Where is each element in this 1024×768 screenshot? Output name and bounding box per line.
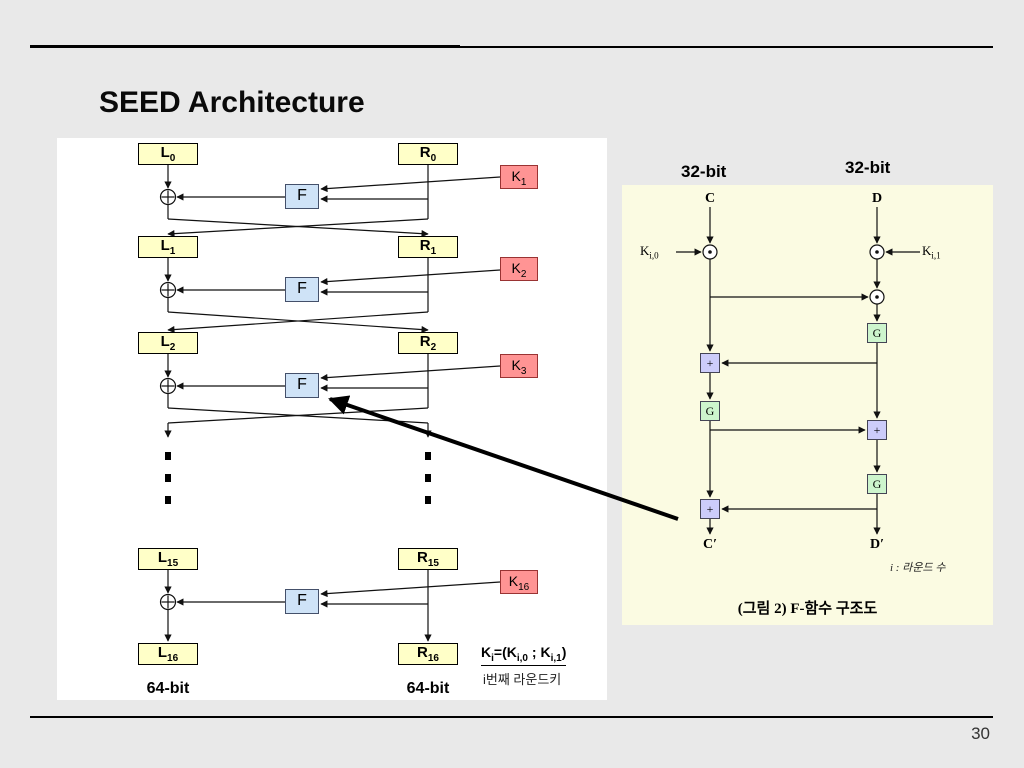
key-box-16-sub: 16 <box>518 581 530 593</box>
box-r1-letter: R <box>419 237 431 254</box>
key-i0-base: K <box>640 243 650 258</box>
g-box-1: G <box>867 323 887 343</box>
key-box-1-letter: K <box>511 168 521 184</box>
dot <box>425 452 431 460</box>
plus-box-3: + <box>700 499 720 519</box>
box-l0: L0 <box>138 143 198 165</box>
key-box-16: K16 <box>500 570 538 594</box>
round-key-formula: Ki=(Ki,0 ; Ki,1) <box>481 644 567 666</box>
output-d-label: D′ <box>869 537 885 552</box>
formula-sub-i0: i,0 <box>516 652 528 664</box>
dot <box>165 452 171 460</box>
formula-sub-i1: i,1 <box>550 652 562 664</box>
input-c-label: C <box>704 191 716 206</box>
plus-box-2: + <box>867 420 887 440</box>
key-box-2-sub: 2 <box>520 268 527 280</box>
f-box-round1: F <box>285 184 319 209</box>
box-l15: L15 <box>138 548 198 570</box>
box-l1-letter: L <box>160 237 170 254</box>
rounds-note: i : 라운드 수 <box>890 562 946 574</box>
formula-eq: =( <box>493 644 507 660</box>
formula-k1: K <box>481 644 492 660</box>
box-r1-sub: 1 <box>430 246 437 257</box>
box-l0-letter: L <box>160 144 170 161</box>
label-64bit-left: 64-bit <box>146 680 190 697</box>
feistel-diagram-panel: L0 R0 K1 F L1 R1 K2 F L2 R2 K3 F L15 R15… <box>57 138 607 700</box>
key-box-2: K2 <box>500 257 538 281</box>
f-box-round2: F <box>285 277 319 302</box>
f-box-round16: F <box>285 589 319 614</box>
formula-close: ) <box>561 644 567 660</box>
key-box-3-letter: K <box>511 357 521 373</box>
bottom-rule <box>30 716 993 718</box>
key-i1-base: K <box>922 243 932 258</box>
box-l16-sub: 16 <box>167 653 179 664</box>
f-box-round3: F <box>285 373 319 398</box>
formula-sub-i: i <box>491 652 494 664</box>
box-r15-sub: 15 <box>427 558 439 569</box>
round-key-caption: i번째 라운드키 <box>483 672 562 687</box>
key-box-3-sub: 3 <box>520 365 527 377</box>
box-r0-sub: 0 <box>430 153 437 164</box>
box-r0: R0 <box>398 143 458 165</box>
key-box-3: K3 <box>500 354 538 378</box>
box-r0-letter: R <box>419 144 431 161</box>
page-title: SEED Architecture <box>99 86 365 119</box>
f-function-panel: C D Ki,0 Ki,1 G + G + G + C′ D′ i : 라운드 … <box>622 185 993 625</box>
formula-sep: ; <box>528 644 541 660</box>
key-i0-sub: i,0 <box>649 250 659 261</box>
label-32bit-right: 32-bit <box>845 158 891 177</box>
input-d-label: D <box>871 191 883 206</box>
key-i1-sub: i,1 <box>931 250 941 261</box>
key-box-1-sub: 1 <box>520 176 527 188</box>
box-r2: R2 <box>398 332 458 354</box>
formula-k2: K <box>506 644 517 660</box>
box-r2-sub: 2 <box>430 342 437 353</box>
box-l2-sub: 2 <box>169 342 176 353</box>
label-32bit-left: 32-bit <box>681 162 727 181</box>
dot <box>165 496 171 504</box>
output-c-label: C′ <box>702 537 718 552</box>
box-l0-sub: 0 <box>169 153 176 164</box>
box-l1-sub: 1 <box>169 246 176 257</box>
box-r15-letter: R <box>417 549 428 566</box>
page-number: 30 <box>971 724 990 743</box>
box-r16: R16 <box>398 643 458 665</box>
box-l15-letter: L <box>157 549 168 566</box>
f-function-wires-graphic <box>676 207 920 535</box>
label-64bit-right: 64-bit <box>406 680 450 697</box>
box-r1: R1 <box>398 236 458 258</box>
box-r16-letter: R <box>417 644 428 661</box>
dot <box>425 474 431 482</box>
box-r15: R15 <box>398 548 458 570</box>
box-r16-sub: 16 <box>427 653 439 664</box>
key-box-1: K1 <box>500 165 538 189</box>
box-l15-sub: 15 <box>167 558 179 569</box>
key-i0-label: Ki,0 <box>640 243 659 261</box>
box-l2: L2 <box>138 332 198 354</box>
box-r2-letter: R <box>419 333 431 350</box>
box-l2-letter: L <box>160 333 170 350</box>
key-box-16-letter: K <box>508 573 519 589</box>
top-rule <box>30 46 993 48</box>
box-l1: L1 <box>138 236 198 258</box>
dot <box>165 474 171 482</box>
g-box-2: G <box>700 401 720 421</box>
figure-caption: (그림 2) F-함수 구조도 <box>737 601 878 617</box>
g-box-3: G <box>867 474 887 494</box>
ellipsis-left <box>165 452 171 504</box>
formula-k3: K <box>540 644 551 660</box>
key-i1-label: Ki,1 <box>922 243 941 261</box>
top-rule-thick-segment <box>30 45 460 48</box>
key-box-2-letter: K <box>511 260 521 276</box>
box-l16-letter: L <box>157 644 168 661</box>
plus-box-1: + <box>700 353 720 373</box>
box-l16: L16 <box>138 643 198 665</box>
ellipsis-right <box>425 452 431 504</box>
dot <box>425 496 431 504</box>
feistel-wires-graphic <box>159 165 501 642</box>
